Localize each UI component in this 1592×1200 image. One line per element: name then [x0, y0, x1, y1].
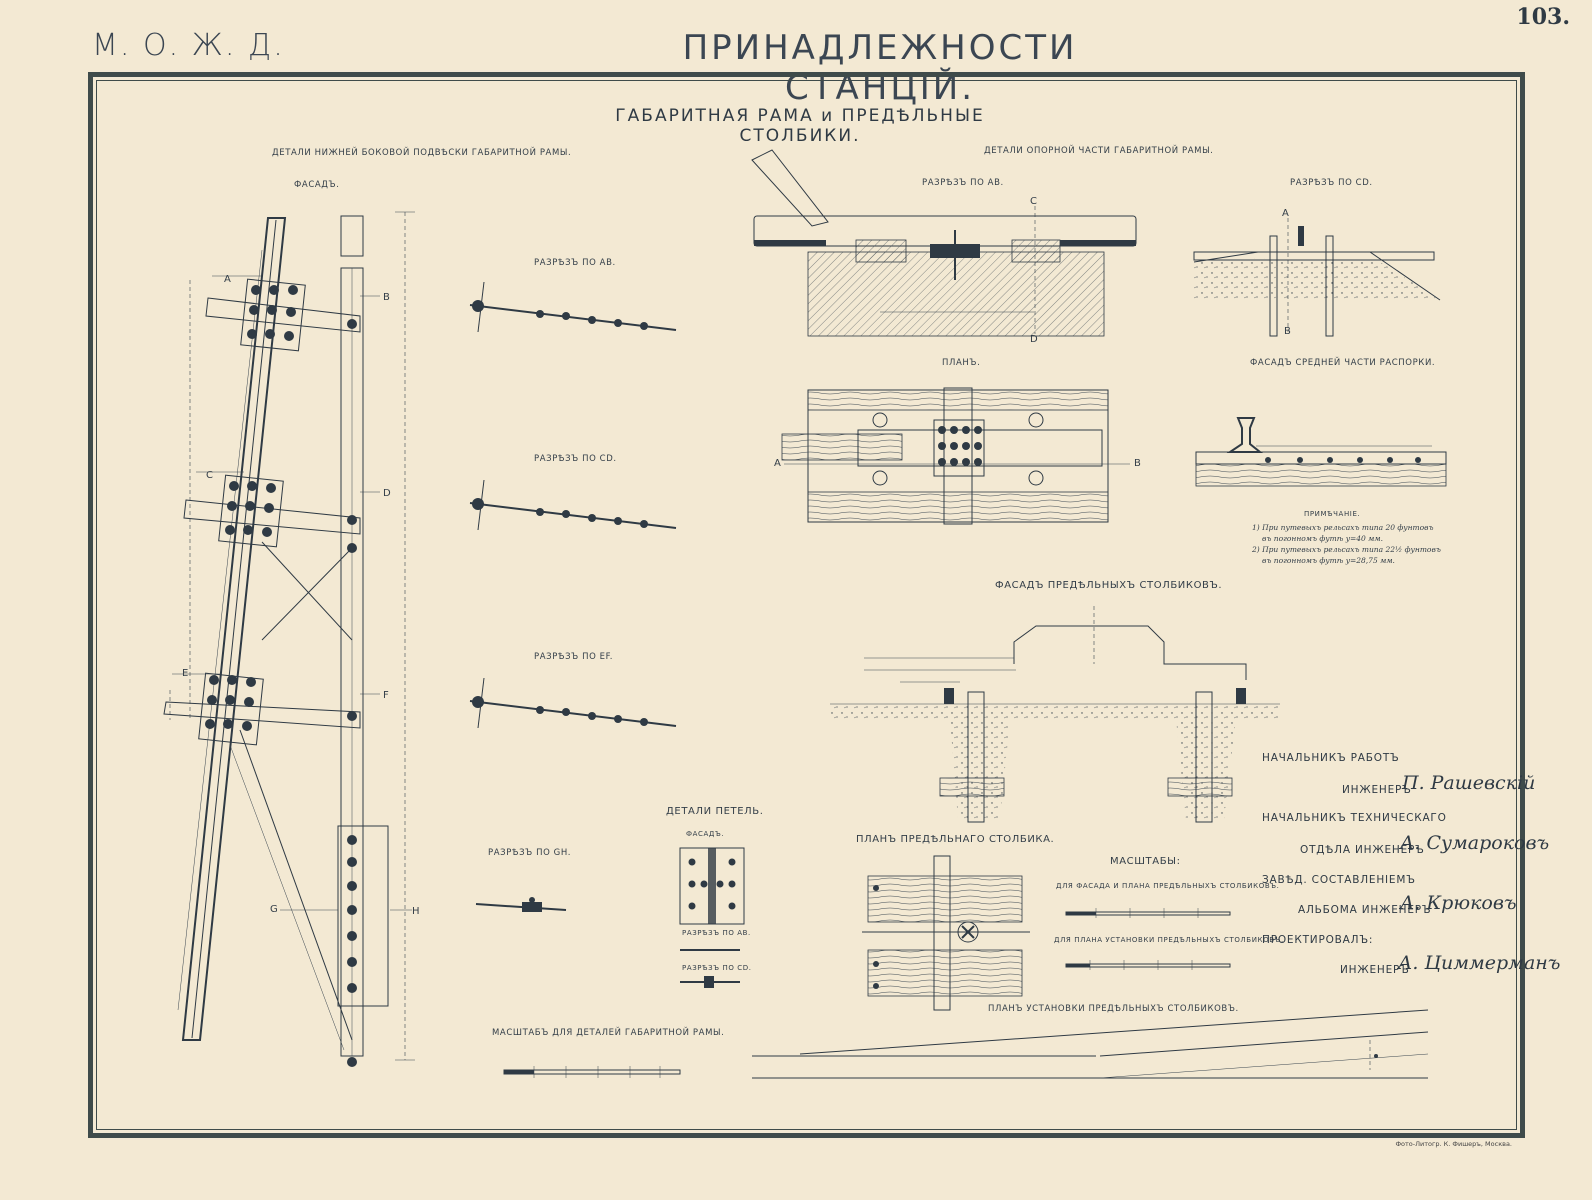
- note-line: въ погонномъ футѣ y=28,75 мм.: [1262, 556, 1395, 565]
- posts-scale-bars: [1065, 908, 1231, 970]
- caption-facade: ФАСАДЪ.: [294, 180, 340, 190]
- point-label-a-plan: A: [774, 458, 781, 469]
- credit-title: АЛЬБОМА ИНЖЕНЕРЪ: [1298, 904, 1432, 916]
- credit-signature: А. Сумароковъ: [1400, 832, 1550, 854]
- point-label-f: F: [383, 690, 389, 701]
- point-label-c: C: [206, 470, 213, 481]
- caption-posts-layout-plan: ПЛАНЪ УСТАНОВКИ ПРЕДѢЛЬНЫХЪ СТОЛБИКОВЪ.: [988, 1004, 1239, 1014]
- note-text: 1) При путевыхъ рельсахъ типа 20 фунтовъ…: [1252, 522, 1441, 566]
- credit-signature: А. Крюковъ: [1400, 892, 1517, 914]
- printer-credit: Фото-Литогр. К. Фишеръ, Москва.: [1395, 1140, 1512, 1148]
- frame-facade-drawing: [163, 211, 415, 1067]
- credit-role: НАЧАЛЬНИКЪ ТЕХНИЧЕСКАГО: [1262, 812, 1447, 824]
- scale-caption-facade-plan: ДЛЯ ФАСАДА И ПЛАНА ПРЕДѢЛЬНЫХЪ СТОЛБИКОВ…: [1056, 882, 1280, 890]
- note-line: въ погонномъ футѣ y=40 мм.: [1262, 534, 1383, 543]
- point-label-d: D: [383, 488, 391, 499]
- caption-loops-facade: ФАСАДЪ.: [686, 830, 725, 838]
- caption-plan: ПЛАНЪ.: [942, 358, 981, 368]
- caption-section-gh: РАЗРѢЗЪ ПО GH.: [488, 848, 572, 858]
- point-label-g: G: [270, 904, 278, 915]
- support-section-cd-drawing: [1193, 218, 1441, 337]
- credit-title: ИНЖЕНЕРЪ: [1340, 964, 1410, 976]
- caption-post-plan: ПЛАНЪ ПРЕДѢЛЬНАГО СТОЛБИКА.: [856, 834, 1055, 845]
- caption-lower-suspension: ДЕТАЛИ НИЖНЕЙ БОКОВОЙ ПОДВѢСКИ ГАБАРИТНО…: [272, 148, 572, 158]
- point-label-b-plan: B: [1134, 458, 1141, 469]
- credit-role: НАЧАЛЬНИКЪ РАБОТЪ: [1262, 752, 1400, 764]
- credit-signature: А. Циммерманъ: [1398, 952, 1561, 974]
- point-label-a: A: [224, 274, 231, 285]
- posts-facade-drawing: [830, 606, 1280, 823]
- credit-role: ПРОЕКТИРОВАЛЪ:: [1262, 934, 1374, 946]
- strut-middle-facade-drawing: [1195, 417, 1447, 487]
- caption-section-cd: РАЗРѢЗЪ ПО CD.: [534, 454, 617, 464]
- caption-posts-facade: ФАСАДЪ ПРЕДѢЛЬНЫХЪ СТОЛБИКОВЪ.: [995, 580, 1223, 591]
- note-title: ПРИМѢЧАНIЕ.: [1304, 510, 1361, 518]
- caption-section-ab-top: РАЗРѢЗЪ ПО АB.: [922, 178, 1004, 188]
- point-label-h: H: [412, 906, 420, 917]
- caption-middle-facade: ФАСАДЪ СРЕДНЕЙ ЧАСТИ РАСПОРКИ.: [1250, 358, 1436, 368]
- point-label-b: B: [383, 292, 390, 303]
- credit-title: ИНЖЕНЕРЪ: [1342, 784, 1412, 796]
- sheet-title: ГАБАРИТНАЯ РАМА и ПРЕДѢЛЬНЫЕ СТОЛБИКИ.: [615, 106, 985, 146]
- caption-section-cd-top: РАЗРѢЗЪ ПО CD.: [1290, 178, 1373, 188]
- sheet-number: 103.: [1516, 4, 1570, 30]
- credit-title: ОТДѢЛА ИНЖЕНЕРЪ: [1300, 844, 1425, 856]
- support-section-ab-drawing: [751, 149, 1137, 337]
- point-label-b-cd: B: [1284, 326, 1291, 337]
- posts-layout-plan-drawing: [752, 1009, 1429, 1079]
- caption-section-ab: РАЗРѢЗЪ ПО АB.: [534, 258, 616, 268]
- scale-caption-layout-plan: ДЛЯ ПЛАНА УСТАНОВКИ ПРЕДѢЛЬНЫХЪ СТОЛБИКО…: [1054, 936, 1284, 944]
- point-label-e: E: [182, 668, 189, 679]
- caption-support-part: ДЕТАЛИ ОПОРНОЙ ЧАСТИ ГАБАРИТНОЙ РАМЫ.: [984, 146, 1214, 156]
- note-line: 2) При путевыхъ рельсахъ типа 22½ фунтов…: [1252, 545, 1441, 554]
- railway-abbreviation: М. О. Ж. Д.: [92, 28, 285, 63]
- credit-signature: П. Рашевскiй: [1402, 772, 1536, 794]
- point-label-d-bottom: D: [1030, 334, 1038, 345]
- section-rods: [469, 281, 677, 912]
- scales-title: МАСШТАБЫ:: [1110, 856, 1181, 867]
- credit-role: ЗАВѢД. СОСТАВЛЕНIЕМЪ: [1262, 874, 1416, 886]
- caption-loops: ДЕТАЛИ ПЕТЕЛЬ.: [666, 806, 764, 817]
- point-label-c-top: C: [1030, 196, 1037, 207]
- caption-loops-ab: РАЗРѢЗЪ ПО АB.: [682, 929, 751, 937]
- frame-scale-bar: [503, 1066, 681, 1078]
- caption-loops-cd: РАЗРѢЗЪ ПО CD.: [682, 964, 752, 972]
- outer-frame: [88, 72, 1525, 1138]
- point-label-a-cd: A: [1282, 208, 1289, 219]
- support-plan-drawing: [781, 387, 1130, 525]
- caption-section-ef: РАЗРѢЗЪ ПО EF.: [534, 652, 614, 662]
- loops-drawing: [679, 847, 745, 988]
- note-line: 1) При путевыхъ рельсахъ типа 20 фунтовъ: [1252, 523, 1434, 532]
- caption-scale-frame: МАСШТАБЪ ДЛЯ ДЕТАЛЕЙ ГАБАРИТНОЙ РАМЫ.: [492, 1028, 725, 1038]
- inner-frame: [96, 80, 1517, 1130]
- post-plan-drawing: [862, 855, 1030, 1011]
